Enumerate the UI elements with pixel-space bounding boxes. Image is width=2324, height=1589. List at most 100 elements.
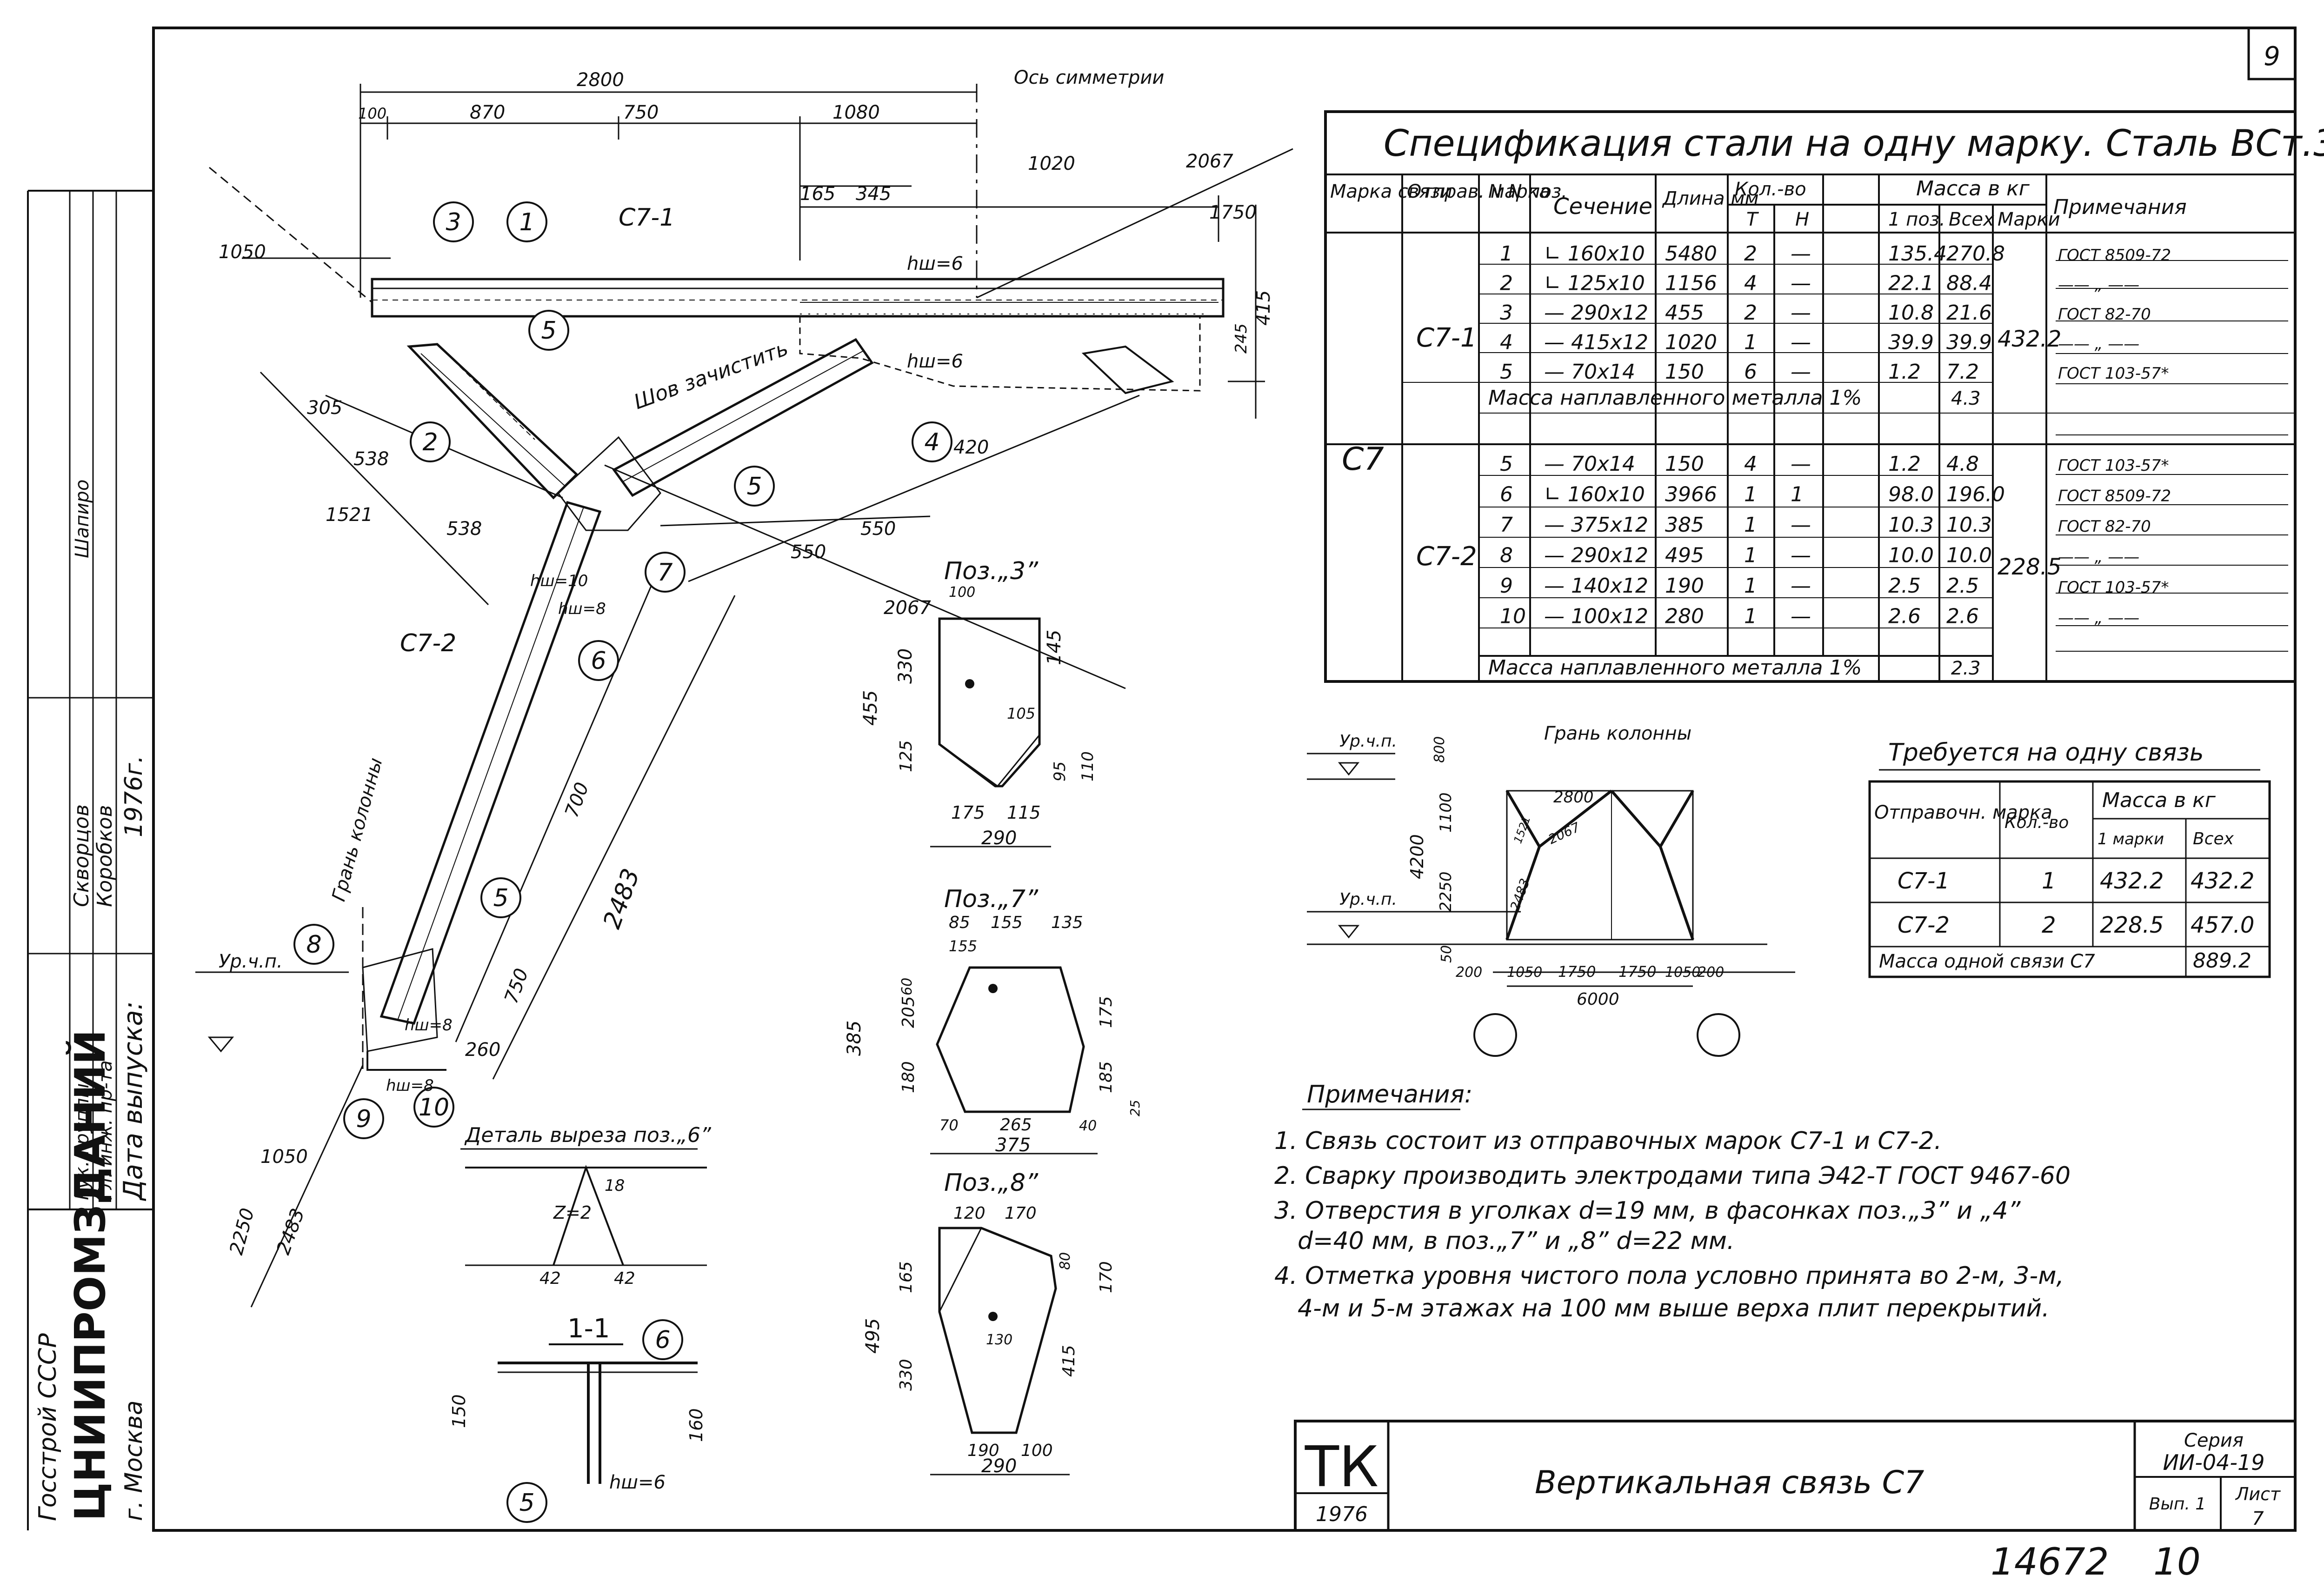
poz7-205: 205 <box>899 996 918 1028</box>
spec-cell-note: —— „ —— <box>2058 276 2139 294</box>
spec-cell-mall: 10.0 <box>1946 544 1992 568</box>
side-org-label: Госстрой СССР <box>34 1333 62 1521</box>
spec-cell-len: 1156 <box>1665 272 1717 295</box>
note-2: 2. Сварку производить электродами типа Э… <box>1274 1162 2071 1190</box>
spec-cell-mall: 4.8 <box>1946 452 1979 476</box>
spec-weld-2-val: 2.3 <box>1951 658 1981 679</box>
dim-550a: 550 <box>791 541 826 563</box>
spec-cell-poz: 7 <box>1500 513 1513 537</box>
dim-2483: 2483 <box>598 865 646 933</box>
side-stamp: Госстрой СССР ЦНИИПРОМЗДАНИЙ г. Москва Д… <box>27 190 153 1530</box>
spec-cell-note: ГОСТ 82-70 <box>2058 305 2151 324</box>
spec-cell-m1: 1.2 <box>1888 360 1921 384</box>
sheet-frame <box>152 27 2297 1532</box>
callout-2-label: 2 <box>422 428 438 456</box>
dim-305: 305 <box>307 397 342 419</box>
poz8-130: 130 <box>986 1332 1012 1348</box>
req-h-1marki: 1 марки <box>2098 830 2164 848</box>
callout-1-label: 1 <box>519 208 534 236</box>
callout-3 <box>433 201 474 242</box>
cut-z: Z=2 <box>553 1202 592 1223</box>
label-c7-2: С7-2 <box>400 629 456 657</box>
poz3-330: 330 <box>895 648 916 684</box>
cut-42a: 42 <box>539 1269 561 1288</box>
scheme-200b: 200 <box>1698 964 1724 981</box>
note-3: 3. Отверстия в уголках d=19 мм, в фасонк… <box>1274 1197 2021 1225</box>
hdr-nn: N N поз. <box>1488 181 1567 202</box>
spec-cell-len: 150 <box>1665 452 1704 476</box>
scheme-2800: 2800 <box>1553 788 1594 807</box>
spec-cell-m1: 39.9 <box>1888 331 1934 354</box>
scheme-gran: Грань колонны <box>1544 723 1691 744</box>
spec-cell-t: 4 <box>1744 272 1757 295</box>
poz7-180: 180 <box>899 1061 918 1093</box>
spec-cell-sech: — 290x12 <box>1544 544 1648 568</box>
scheme-1050b: 1050 <box>1665 964 1700 981</box>
spec-cell-mall: 270.8 <box>1946 242 2005 266</box>
side-name-2: Коробков <box>93 805 117 907</box>
poz3-95: 95 <box>1051 761 1069 781</box>
spec-cell-sech: — 415x12 <box>1544 331 1648 354</box>
bottom-page: 10 <box>2153 1540 2201 1583</box>
spec-marka-mass-1: 432.2 <box>1998 326 2061 352</box>
dim-245: 245 <box>1232 323 1251 354</box>
axis-symmetry-label: Ось симметрии <box>1014 67 1164 88</box>
scheme-200a: 200 <box>1456 964 1482 981</box>
dim-2067-top: 2067 <box>1186 151 1233 172</box>
spec-cell-note: —— „ —— <box>2058 335 2139 354</box>
spec-cell-m1: 2.6 <box>1888 605 1921 628</box>
detail-cut-poz6: Деталь выреза поз.„6” Z=2 18 42 42 <box>460 1123 712 1288</box>
poz3-115: 115 <box>1007 802 1041 823</box>
dim-1050: 1050 <box>219 241 266 263</box>
spec-cell-t: 4 <box>1744 452 1757 476</box>
weld-hw8b: hш=8 <box>405 1016 453 1035</box>
section-weld: hш=6 <box>609 1472 666 1493</box>
poz3-175: 175 <box>951 802 985 823</box>
spec-cell-len: 3966 <box>1665 483 1717 507</box>
detail-poz7: Поз.„7” 85 155 135 155 60 205 385 180 17… <box>844 885 1143 1156</box>
dim-1020: 1020 <box>1028 153 1075 174</box>
poz7-155a: 155 <box>991 913 1023 932</box>
spec-cell-poz: 4 <box>1500 331 1513 354</box>
spec-cell-note: ГОСТ 103-57* <box>2058 364 2169 383</box>
weld-hw8a: hш=8 <box>558 600 606 618</box>
scheme-2067: 2067 <box>1546 819 1583 847</box>
spec-cell-sech: — 100x12 <box>1544 605 1648 628</box>
side-date: 1976г. <box>120 755 148 837</box>
spec-cell-m1: 2.5 <box>1888 574 1921 598</box>
poz8-120: 120 <box>953 1204 986 1223</box>
dim-345: 345 <box>856 183 891 205</box>
poz3-455: 455 <box>860 690 881 726</box>
hdr-otprav: Отправ. марка <box>1407 181 1551 202</box>
poz8-100: 100 <box>1021 1441 1053 1460</box>
spec-cell-n: — <box>1791 513 1811 537</box>
spec-weld-1-val: 4.3 <box>1951 388 1981 409</box>
dim-420: 420 <box>953 437 989 458</box>
spec-cell-note: ГОСТ 103-57* <box>2058 578 2169 597</box>
stamp-vyp: Вып. 1 <box>2149 1495 2206 1514</box>
spec-cell-len: 455 <box>1665 301 1704 325</box>
hdr-1poz: 1 поз. <box>1888 209 1945 230</box>
spec-weld-1: Масса наплавленного металла 1% <box>1488 386 1862 410</box>
spec-otprav-1: С7-1 <box>1416 323 1477 353</box>
spec-cell-mall: 196.0 <box>1946 483 2005 507</box>
scheme-2483: 2483 <box>1507 876 1533 913</box>
spec-cell-mall: 2.6 <box>1946 605 1979 628</box>
spec-cell-m1: 98.0 <box>1888 483 1934 507</box>
spec-cell-n: — <box>1791 272 1811 295</box>
poz7-60: 60 <box>899 978 915 995</box>
section-callout-5: 5 <box>519 1489 534 1517</box>
title-block: ТК 1976 Вертикальная связь С7 Серия ИИ-0… <box>1294 1420 2297 1532</box>
callout-5a-label: 5 <box>541 317 556 345</box>
poz3-110: 110 <box>1079 751 1097 781</box>
spec-cell-note: ГОСТ 103-57* <box>2058 456 2169 475</box>
label-c7-1: С7-1 <box>619 204 675 232</box>
weld-hw10: hш=10 <box>530 572 588 590</box>
section-title: 1-1 <box>567 1314 610 1344</box>
section-callout-6: 6 <box>655 1326 670 1354</box>
scheme-50: 50 <box>1438 945 1455 963</box>
poz8-165: 165 <box>897 1261 916 1293</box>
required-cell-m1: 228.5 <box>2100 912 2164 938</box>
dim-750-diag: 750 <box>500 966 533 1006</box>
